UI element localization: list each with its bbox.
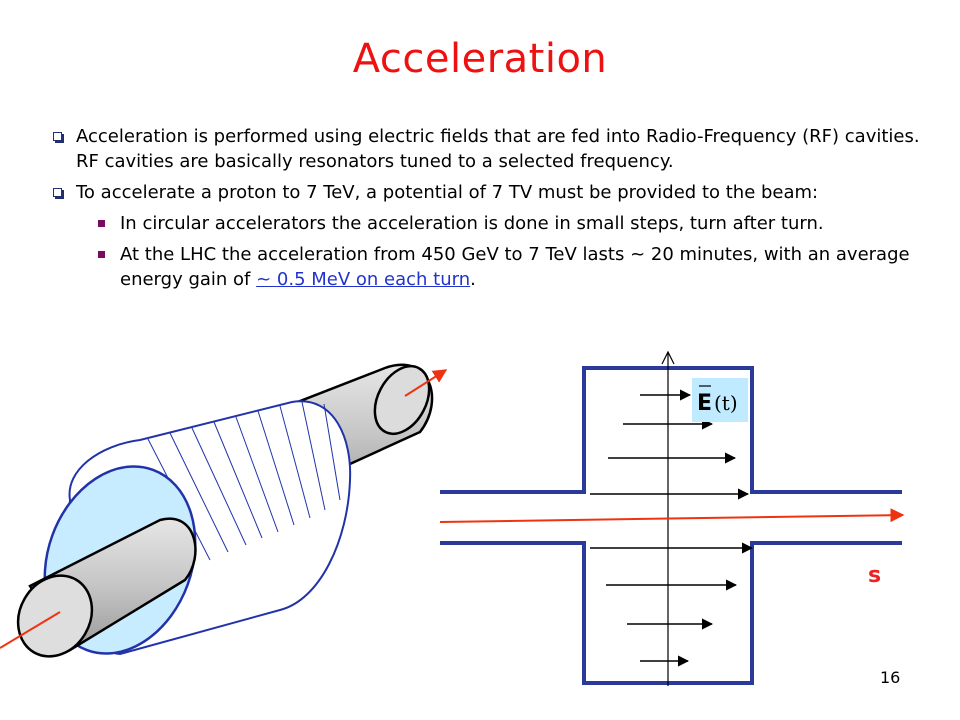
cavity-wall-top — [440, 366, 902, 494]
sub-bullet-item: At the LHC the acceleration from 450 GeV… — [50, 242, 930, 292]
bullet-item: Acceleration is performed using electric… — [50, 124, 930, 174]
field-label-main: E — [697, 391, 712, 416]
slide-title: Acceleration — [352, 36, 608, 82]
vertical-axis-arrowhead — [661, 350, 675, 365]
field-label-box — [692, 378, 748, 422]
bullet-item: To accelerate a proton to 7 TeV, a poten… — [50, 180, 930, 205]
beam-line — [439, 508, 905, 523]
energy-gain-link[interactable]: ~ 0.5 MeV on each turn — [256, 269, 471, 290]
field-label-arg: (t) — [714, 391, 738, 415]
axis-label-s: s — [868, 563, 881, 588]
back-pipe-end — [373, 365, 431, 435]
bullet-list: Acceleration is performed using electric… — [50, 124, 930, 298]
square-bullet-icon — [98, 220, 105, 227]
cavity-stripes — [147, 401, 341, 561]
beam-enter-line — [0, 611, 61, 649]
checkbox-bullet-icon — [53, 188, 62, 197]
bullet-text: Acceleration is performed using electric… — [76, 126, 920, 172]
field-arrows — [590, 389, 754, 667]
beam-exit-line — [404, 369, 448, 397]
sub-bullet-text-end: . — [470, 269, 476, 290]
cavity-wall-bottom — [440, 541, 902, 685]
sub-bullet-item: In circular accelerators the acceleratio… — [50, 211, 930, 236]
sub-bullet-text: In circular accelerators the acceleratio… — [120, 213, 824, 234]
bullet-text: To accelerate a proton to 7 TeV, a poten… — [76, 182, 819, 203]
square-bullet-icon — [98, 251, 105, 258]
cavity-3d-illustration — [0, 363, 448, 658]
sub-bullet-text: At the LHC the acceleration from 450 GeV… — [120, 244, 910, 290]
field-schematic: E (t) s — [439, 350, 905, 686]
page-number: 16 — [880, 668, 901, 687]
checkbox-bullet-icon — [53, 132, 62, 141]
